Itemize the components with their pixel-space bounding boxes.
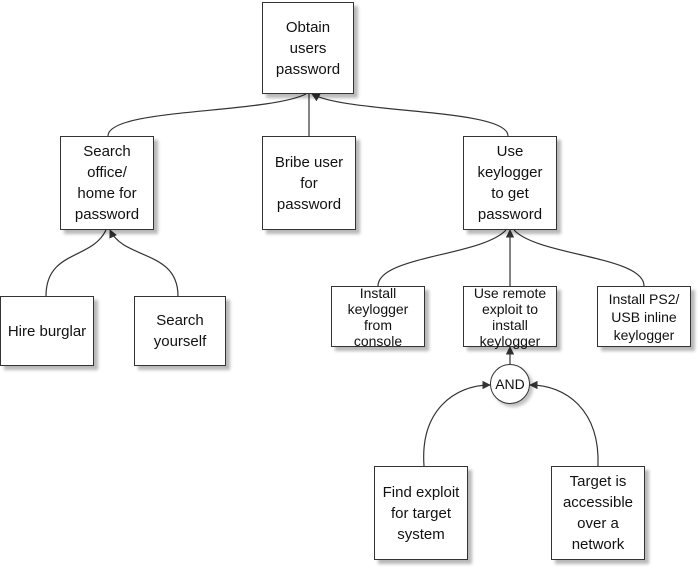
link-target-accessible-to-and <box>529 380 599 467</box>
link-search-yourself-to-search <box>109 229 179 297</box>
node-use-keylogger: Use keylogger to get password <box>463 136 557 230</box>
link-find-exploit-to-and <box>423 380 491 467</box>
node-search-office: Search office/ home for password <box>60 136 154 230</box>
node-target-accessible: Target is accessible over a network <box>551 466 645 560</box>
node-install-keylogger-console: Install keylogger from console <box>331 285 425 349</box>
link-ps2-to-keylogger <box>513 229 645 287</box>
node-obtain-password: Obtain users password <box>262 2 354 94</box>
link-install-console-to-keylogger <box>377 229 507 287</box>
node-hire-burglar: Hire burglar <box>0 296 94 366</box>
node-bribe-user: Bribe user for password <box>262 136 356 230</box>
link-hire-burglar-to-search <box>45 229 107 297</box>
node-remote-exploit: Use remote exploit to install keylogger <box>463 285 557 349</box>
node-install-ps2-usb: Install PS2/ USB inline keylogger <box>597 286 691 347</box>
and-gate: AND <box>490 364 530 404</box>
node-find-exploit: Find exploit for target system <box>374 466 468 560</box>
node-search-yourself: Search yourself <box>134 296 226 366</box>
link-search-office-to-root <box>107 93 307 137</box>
link-keylogger-to-root <box>311 93 509 137</box>
